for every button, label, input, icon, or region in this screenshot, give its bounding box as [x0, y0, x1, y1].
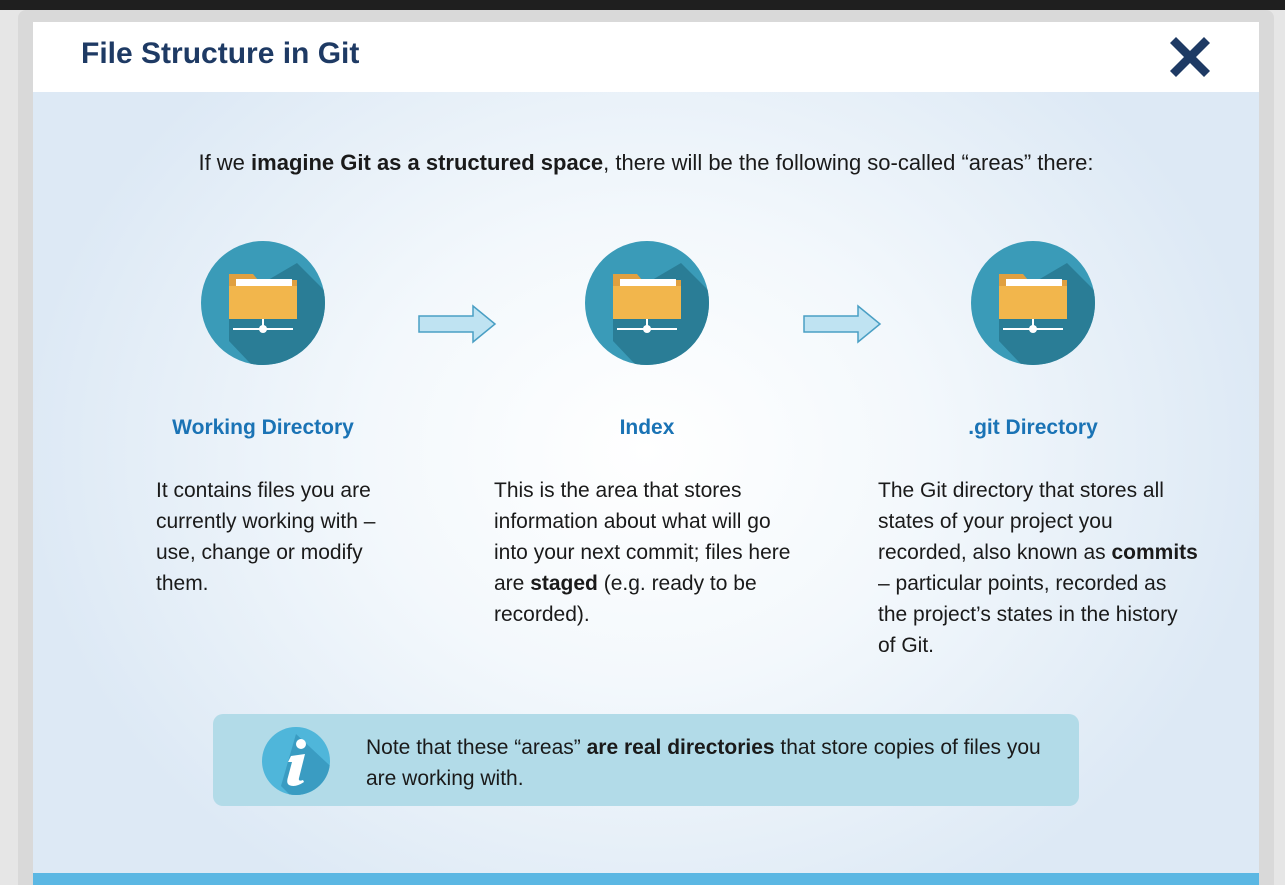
- close-button[interactable]: [1165, 32, 1215, 82]
- arrow-right-icon: [418, 304, 497, 344]
- browser-top-strip: [0, 0, 1285, 10]
- desc-text: – particular points, recorded as the pro…: [878, 572, 1178, 657]
- note-text: Note that these “areas” are real directo…: [366, 736, 1041, 790]
- lesson-modal: File Structure in Git If we imagine Git …: [33, 22, 1259, 885]
- footer-bar: [33, 873, 1259, 885]
- desc-text: It contains files you are currently work…: [156, 479, 376, 595]
- desc-text: The Git directory that stores all states…: [878, 479, 1164, 564]
- intro-text: If we imagine Git as a structured space,…: [198, 150, 1094, 175]
- info-icon: [262, 727, 330, 795]
- page-title: File Structure in Git: [81, 37, 360, 70]
- area-desc-working-directory: It contains files you are currently work…: [156, 475, 406, 599]
- folder-network-icon: [971, 241, 1095, 365]
- emphasis-text: staged: [530, 572, 598, 595]
- desc-text: (e.g. ready to be recorded).: [494, 572, 757, 626]
- folder-network-icon: [201, 241, 325, 365]
- emphasis-text: commits: [1111, 541, 1198, 564]
- modal-content: If we imagine Git as a structured space,…: [33, 92, 1259, 873]
- area-title-index: Index: [619, 416, 675, 439]
- area-title-working-directory: Working Directory: [172, 416, 354, 439]
- desc-text: This is the area that stores information…: [494, 479, 791, 595]
- area-desc-git-directory: The Git directory that stores all states…: [878, 475, 1198, 661]
- folder-network-icon: [585, 241, 709, 365]
- area-desc-index: This is the area that stores information…: [494, 475, 804, 630]
- arrow-right-icon: [803, 304, 882, 344]
- info-note: Note that these “areas” are real directo…: [213, 714, 1079, 806]
- area-title-git-directory: .git Directory: [968, 416, 1098, 439]
- close-icon: [1170, 37, 1210, 77]
- modal-header: File Structure in Git: [33, 22, 1259, 92]
